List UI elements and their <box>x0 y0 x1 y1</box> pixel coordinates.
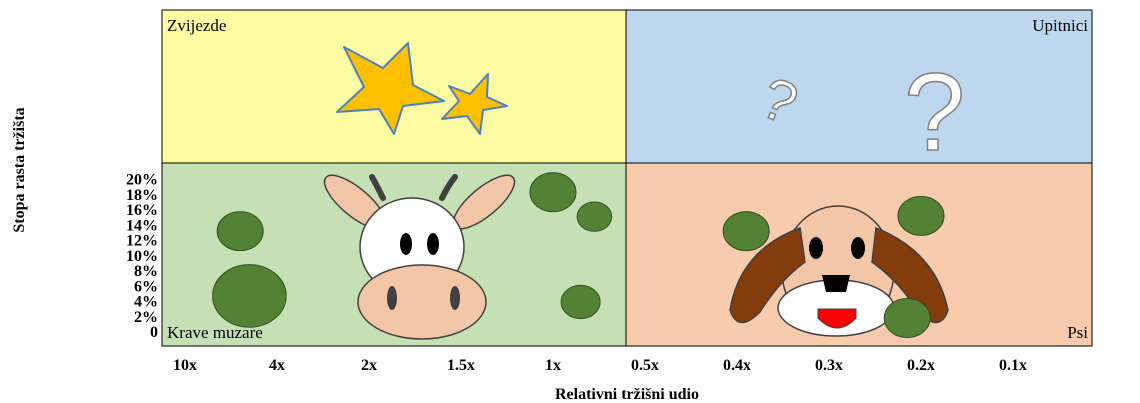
y-tick-label: 12% <box>126 233 158 250</box>
y-tick-label: 0 <box>150 324 158 341</box>
x-tick-label: 0.2x <box>907 357 935 374</box>
y-tick-label: 20% <box>126 172 158 189</box>
data-point-bubble <box>216 211 264 252</box>
y-tick-label: 4% <box>134 294 158 311</box>
star-small-icon <box>441 73 508 135</box>
plot-frame <box>161 9 1093 347</box>
y-tick-label: 10% <box>126 248 158 265</box>
data-point-bubble <box>560 284 601 320</box>
data-point-bubble <box>897 195 945 236</box>
y-axis-title: Stopa rasta tržišta <box>11 107 28 232</box>
x-tick-label: 1x <box>545 357 561 374</box>
x-tick-label: 10x <box>173 357 197 374</box>
data-point-bubble <box>529 172 577 213</box>
x-axis-ticks: 10x 4x 2x 1.5x 1x 0.5x 0.4x 0.3x 0.2x 0.1x <box>173 357 1027 374</box>
x-tick-label: 2x <box>361 357 377 374</box>
y-axis-ticks: 02%4%6%8%10%12%14%16%18%20% <box>126 172 158 342</box>
quadrant-question-marks-background <box>626 10 1092 163</box>
data-point-bubble <box>212 264 287 328</box>
x-tick-label: 0.1x <box>999 357 1027 374</box>
x-tick-label: 1.5x <box>447 357 475 374</box>
y-tick-label: 16% <box>126 202 158 219</box>
y-tick-label: 18% <box>126 187 158 204</box>
data-point-bubble <box>722 211 770 252</box>
x-tick-label: 0.4x <box>723 357 751 374</box>
x-axis-title: Relativni tržišni udio <box>555 386 699 403</box>
y-tick-label: 6% <box>134 278 158 295</box>
quadrant-label-dogs: Psi <box>1067 323 1088 342</box>
y-tick-label: 14% <box>126 217 158 234</box>
question-mark-large-icon: ? <box>903 50 966 175</box>
y-tick-label: 2% <box>134 309 158 326</box>
cow-illustration <box>323 174 516 340</box>
quadrant-label-question-marks: Upitnici <box>1032 16 1088 35</box>
bubble-layer <box>212 172 945 339</box>
y-tick-label: 8% <box>134 263 158 280</box>
quadrant-label-cash-cows: Krave muzare <box>167 323 263 342</box>
x-tick-label: 0.5x <box>631 357 659 374</box>
data-point-bubble <box>883 297 931 339</box>
star-large-icon <box>336 42 445 135</box>
data-point-bubble <box>576 201 613 232</box>
svg-text:?: ? <box>904 51 965 174</box>
dog-illustration <box>729 205 949 337</box>
x-tick-label: 0.3x <box>815 357 843 374</box>
x-tick-label: 4x <box>269 357 285 374</box>
quadrant-label-stars: Zvijezde <box>167 16 226 35</box>
